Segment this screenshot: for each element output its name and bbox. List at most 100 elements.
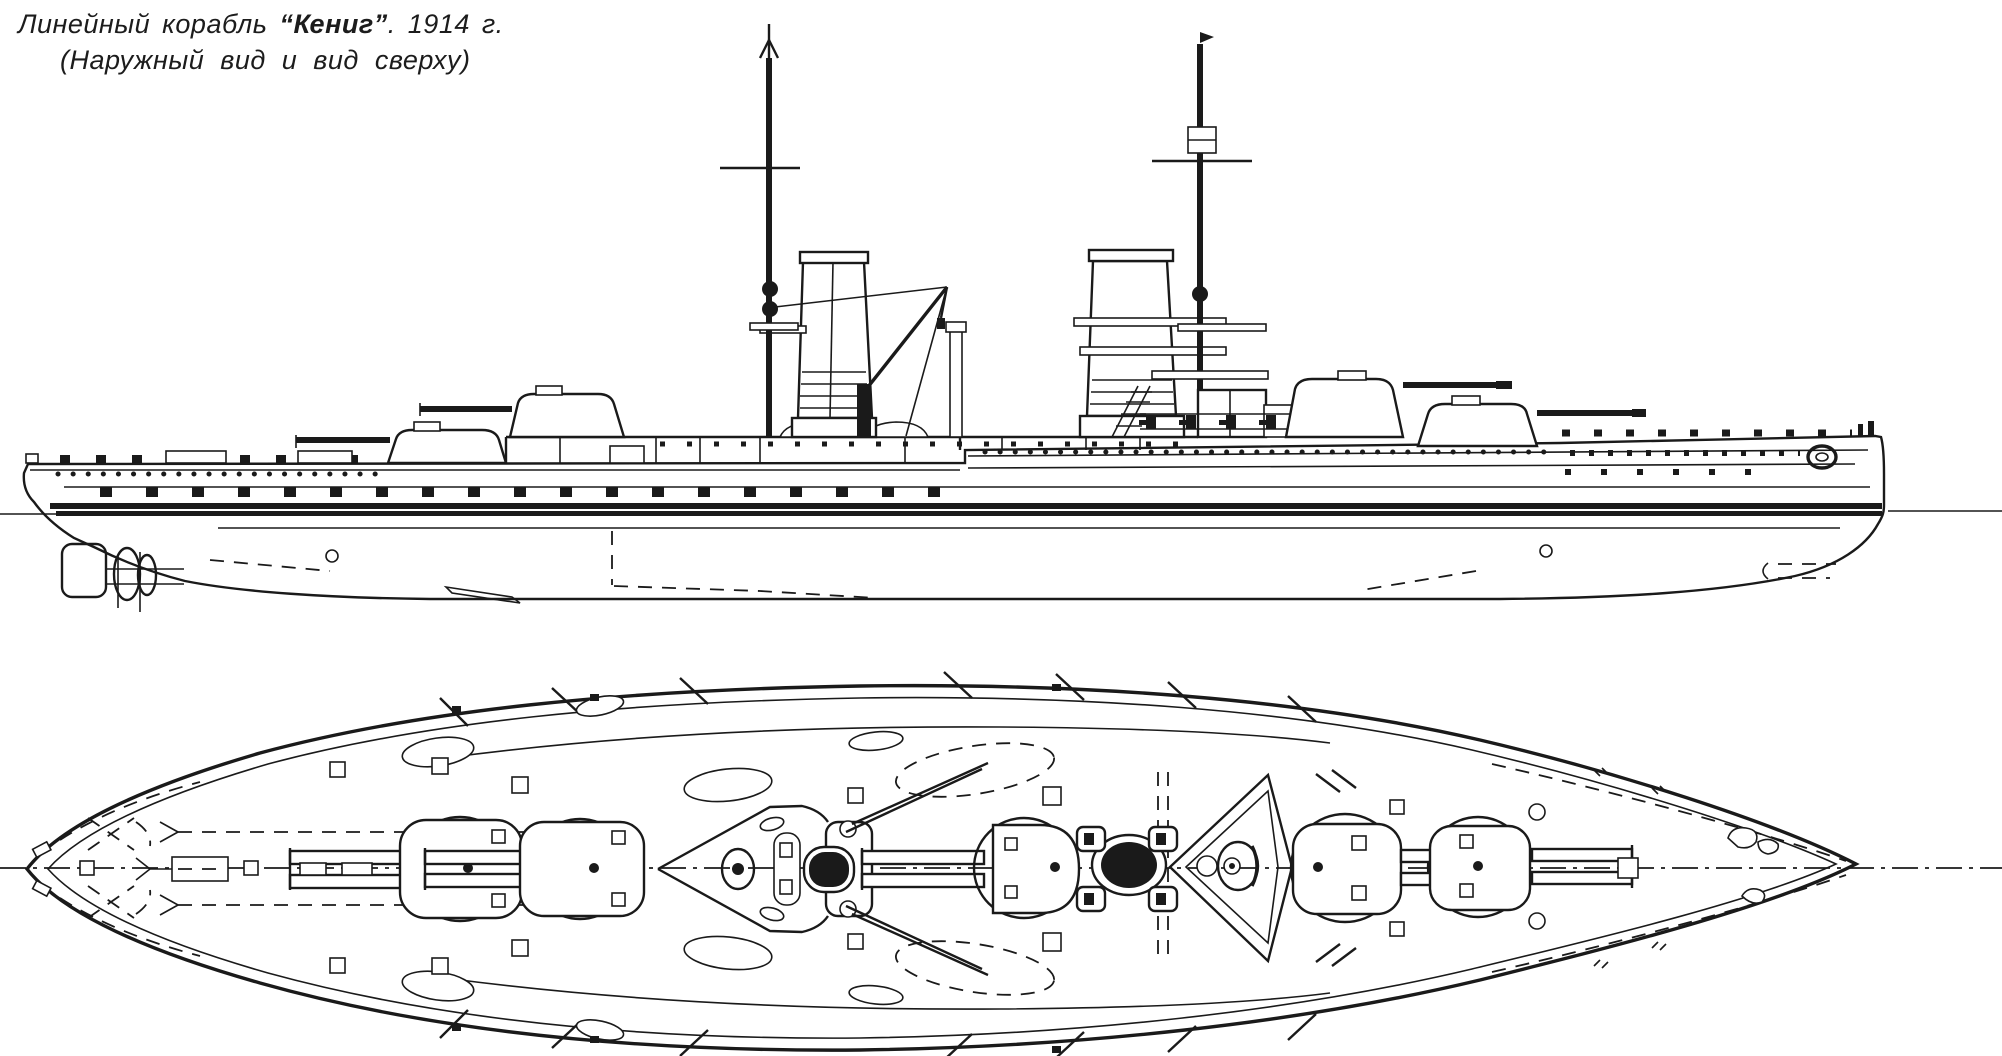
figure-caption: Линейный корабль “Кениг”. 1914 г. (Наруж… xyxy=(18,6,504,79)
deck-plan-view xyxy=(0,671,2002,1056)
crane-king-post xyxy=(839,820,857,838)
anchor xyxy=(1740,888,1766,904)
mast-pennant xyxy=(1200,32,1214,43)
stern-fairlead xyxy=(31,840,53,859)
rudder-plan xyxy=(171,856,229,882)
edge-boat xyxy=(575,695,625,717)
gun-barrel xyxy=(1403,382,1503,388)
chain-marks xyxy=(1593,767,1667,969)
turret-body xyxy=(1284,377,1405,439)
caption-line-1: Линейный корабль “Кениг”. 1914 г. xyxy=(18,6,504,42)
plan-hull-outline xyxy=(24,683,1860,1052)
boat-on-skids-dashed xyxy=(894,940,1056,996)
derrick-post xyxy=(949,329,963,438)
side-elevation-view xyxy=(0,24,2002,612)
rudder xyxy=(60,542,108,599)
ladder-marks xyxy=(1315,769,1357,967)
plan-turret-d-aft xyxy=(288,815,524,923)
ship-boat-plan xyxy=(683,935,773,971)
searchlight-platforms xyxy=(1075,825,1179,913)
anchor xyxy=(1727,826,1758,849)
deck-hatch xyxy=(1389,799,1405,815)
caption-suffix: . 1914 г. xyxy=(387,9,504,39)
side-armor-belt-band xyxy=(50,503,1882,516)
boat-crane-side xyxy=(774,285,949,437)
bow-torpedo-tube xyxy=(1762,562,1769,580)
quarterdeck-fittings xyxy=(25,445,645,464)
turret-body xyxy=(1291,822,1403,916)
mast-platform xyxy=(1177,323,1267,332)
plan-turret-q-midship xyxy=(860,816,1081,920)
underwater-scuttle xyxy=(1539,544,1553,558)
crane-topping-lift xyxy=(774,286,948,308)
mast-platform xyxy=(749,322,799,331)
crane-boom-plan xyxy=(845,761,989,977)
rangefinder xyxy=(1337,370,1367,381)
crane-king-post xyxy=(839,900,857,918)
sight-hood xyxy=(1459,883,1474,898)
plan-foredeck-fittings xyxy=(1389,767,1780,969)
aft-funnel-side xyxy=(759,250,878,439)
bilge-keel xyxy=(443,585,521,604)
plan-turret-a-forward xyxy=(1399,815,1634,919)
sight-hood xyxy=(1351,885,1367,901)
rangefinder xyxy=(1451,395,1481,406)
bridge-wing-platform xyxy=(1151,370,1269,380)
funnel-searchlight-platform xyxy=(1079,346,1227,356)
edge-boat xyxy=(848,984,904,1006)
anchor xyxy=(1757,838,1780,855)
twin-barrels xyxy=(860,849,986,866)
deck-house-vent xyxy=(609,445,645,464)
searchlight xyxy=(762,281,778,297)
edge-boat xyxy=(848,730,904,752)
stern-fairlead xyxy=(25,453,39,464)
turret-body xyxy=(386,428,508,465)
searchlight xyxy=(1192,286,1208,302)
gun-barrel xyxy=(420,406,512,412)
hawse-pipe-ring xyxy=(1806,444,1838,470)
skylight xyxy=(165,450,227,464)
stern-fairlead xyxy=(31,879,53,898)
side-deck-lines xyxy=(30,449,1870,529)
boarding-ladder xyxy=(1111,385,1152,438)
rangefinder xyxy=(413,421,441,432)
twin-barrels xyxy=(423,849,523,866)
crane-cable xyxy=(905,286,948,437)
bow-post xyxy=(1858,424,1863,437)
dashed-bulkhead-line xyxy=(209,531,1477,599)
crane-boom xyxy=(862,285,949,394)
boat-on-skids-dashed xyxy=(894,742,1056,798)
plan-forward-funnel xyxy=(1075,772,1179,962)
plan-aft-funnel xyxy=(802,761,989,977)
plan-hull-inner-line xyxy=(46,696,1838,1039)
propeller xyxy=(136,553,158,597)
bow-post xyxy=(1868,421,1874,437)
sight-hood xyxy=(1004,837,1018,851)
caption-line-2: (Наружный вид и вид сверху) xyxy=(60,45,471,76)
plan-dashed-deck-lines xyxy=(59,763,1847,973)
battery-deck-edge-upper xyxy=(444,726,1331,759)
plan-davits-and-edge-boats xyxy=(439,671,1317,1056)
rangefinder xyxy=(535,385,563,396)
crane-post xyxy=(857,384,871,437)
plan-turret-b-forward-superfiring xyxy=(1289,812,1403,924)
side-turret-c-aft-superfiring xyxy=(419,385,626,439)
searchlight xyxy=(762,301,778,317)
sight-hood xyxy=(611,892,626,907)
caption-ship-name: “Кениг” xyxy=(279,9,388,39)
forecastle-fittings xyxy=(1562,421,1874,475)
mast-fork-finial xyxy=(758,39,771,59)
battery-deck-edge-lower xyxy=(444,977,1331,1010)
twin-barrels xyxy=(288,849,404,866)
sight-hood xyxy=(1351,835,1367,851)
gun-barrel xyxy=(296,437,390,443)
funnel-searchlight-platform xyxy=(1073,317,1227,327)
skylight xyxy=(297,450,353,464)
turret-body xyxy=(1416,402,1539,448)
side-turret-b-forward-superfiring xyxy=(1284,370,1512,439)
plan-turret-c-aft-superfiring xyxy=(423,817,646,921)
foremast-side xyxy=(1151,32,1269,390)
deck-hatch xyxy=(1389,921,1405,937)
